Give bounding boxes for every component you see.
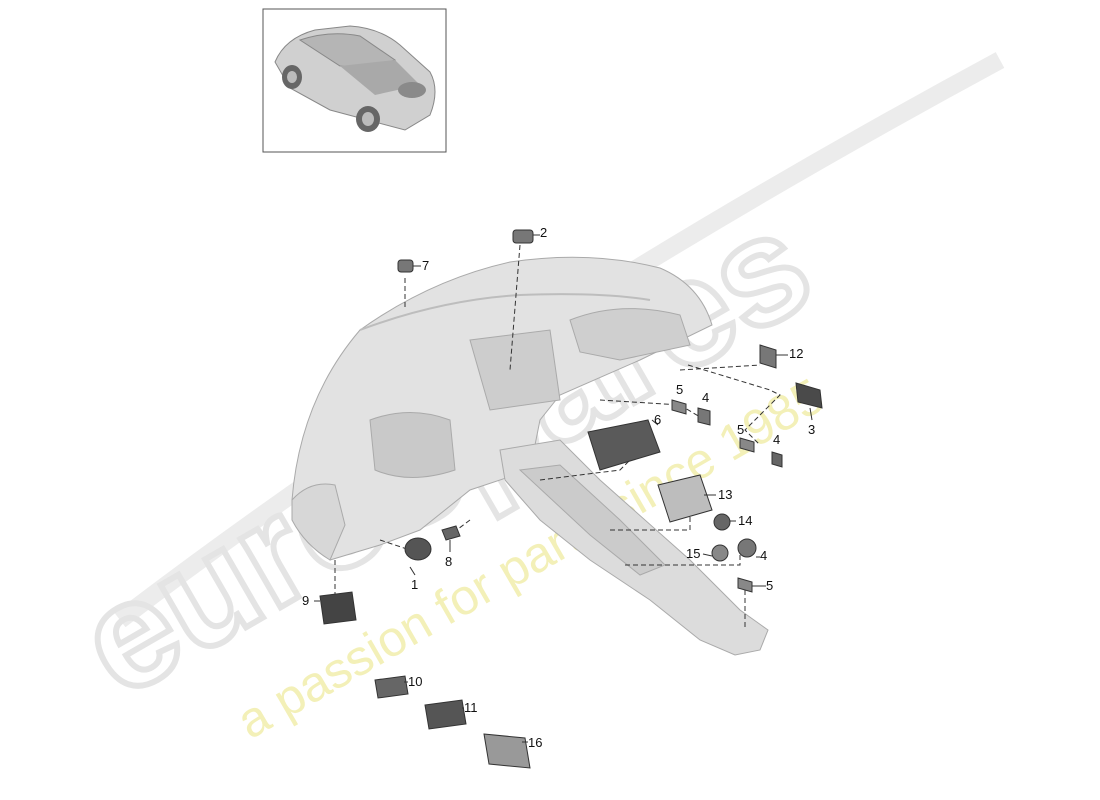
part-5c-icon — [737, 577, 753, 593]
part-4c-icon — [737, 538, 757, 558]
part-9-icon — [319, 591, 357, 625]
part-16-icon — [483, 733, 531, 769]
part-11-icon — [424, 699, 467, 730]
callout-4b: 4 — [773, 432, 780, 447]
part-1-icon — [404, 537, 432, 561]
callout-14: 14 — [738, 513, 752, 528]
callout-7: 7 — [422, 258, 429, 273]
part-5a-icon — [671, 399, 687, 415]
part-13-icon — [657, 474, 713, 523]
part-15-icon — [711, 544, 729, 562]
part-14-icon — [713, 513, 731, 531]
callout-13: 13 — [718, 487, 732, 502]
callout-16: 16 — [528, 735, 542, 750]
part-3-icon — [795, 382, 823, 409]
callouts: 1 2 3 4 4 4 5 5 5 6 7 8 9 10 11 12 13 14… — [302, 225, 815, 750]
callout-5a: 5 — [676, 382, 683, 397]
dashboard-assembly — [291, 256, 769, 656]
part-4a-icon — [697, 407, 711, 426]
part-12-icon — [759, 344, 777, 369]
callout-8: 8 — [445, 554, 452, 569]
part-5b-icon — [739, 437, 755, 453]
callout-6: 6 — [654, 412, 661, 427]
part-7-icon — [397, 259, 414, 273]
callout-1: 1 — [411, 577, 418, 592]
callout-5c: 5 — [766, 578, 773, 593]
part-10-icon — [374, 675, 409, 699]
callout-4a: 4 — [702, 390, 709, 405]
part-8-icon — [441, 525, 461, 541]
callout-4c: 4 — [760, 548, 767, 563]
part-2-icon — [512, 229, 534, 244]
car-thumbnail — [262, 8, 447, 153]
callout-10: 10 — [408, 674, 422, 689]
callout-11: 11 — [464, 700, 478, 715]
callout-9: 9 — [302, 593, 309, 608]
callout-15: 15 — [686, 546, 700, 561]
part-4b-icon — [771, 451, 783, 468]
car-thumbnail-icon — [274, 25, 436, 132]
part-6-icon — [587, 419, 661, 471]
callout-12: 12 — [789, 346, 803, 361]
callout-3: 3 — [808, 422, 815, 437]
callout-2: 2 — [540, 225, 547, 240]
callout-5b: 5 — [737, 422, 744, 437]
part-icons — [319, 229, 823, 769]
